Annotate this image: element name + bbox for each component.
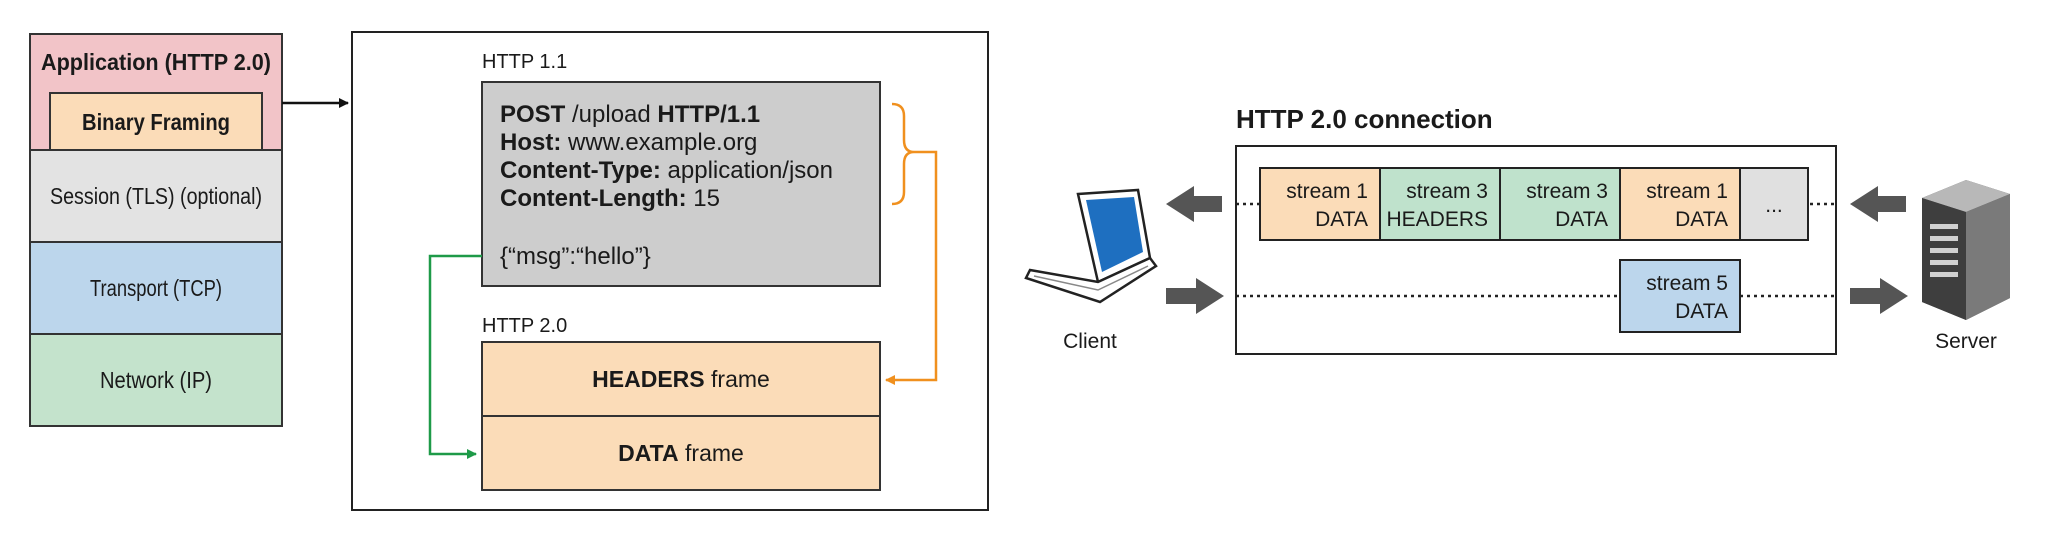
top-row-frame: ... (1739, 167, 1809, 241)
top-row-frame-box (1259, 167, 1381, 241)
laptop-icon (1024, 188, 1158, 304)
headers-frame-label: HEADERS frame (592, 366, 770, 392)
top-row-frame: stream 3 HEADERS (1379, 167, 1501, 241)
outgoing-arrow-server (1850, 278, 1908, 314)
incoming-arrow-server (1850, 186, 1906, 222)
data-frame-box (481, 415, 881, 491)
http11-method: POST (500, 101, 566, 128)
http11-line-1: POST /upload HTTP/1.1 (500, 101, 760, 128)
layer-binary-framing-label: Binary Framing (82, 109, 230, 135)
http20-label: HTTP 2.0 (482, 315, 567, 337)
layer-session-label: Session (TLS) (optional) (50, 183, 262, 209)
layer-transport-label: Transport (TCP) (90, 275, 222, 301)
http11-version: HTTP/1.1 (657, 101, 760, 128)
top-row-frame: stream 3 DATA (1499, 167, 1621, 241)
connection-title: HTTP 2.0 connection (1236, 104, 1493, 134)
bottom-row-frames: stream 5 DATA (1619, 259, 1741, 333)
http11-clen-key: Content-Length: (500, 185, 687, 212)
client-label: Client (1063, 330, 1117, 353)
http11-host-val: www.example.org (561, 129, 757, 156)
outgoing-arrow-client (1166, 278, 1224, 314)
framing-detail-panel: HTTP 1.1 POST /upload HTTP/1.1 Host: www… (351, 31, 989, 511)
top-row-frame-line: stream 1 (1286, 180, 1368, 203)
layer-transport (29, 241, 283, 335)
top-row-frame-line: ... (1765, 194, 1783, 217)
data-frame-key: DATA (618, 440, 678, 466)
http11-path: /upload (565, 101, 657, 128)
http11-line-3: Content-Type: application/json (500, 157, 833, 184)
bottom-row-frame-line: DATA (1675, 300, 1728, 323)
http11-body: {“msg”:“hello”} (500, 243, 651, 270)
data-frame-label: DATA frame (618, 440, 744, 466)
top-row-frame-line: DATA (1315, 208, 1368, 231)
http11-line-4: Content-Length: 15 (500, 185, 720, 212)
top-row-frame-box (1739, 167, 1809, 241)
http11-label: HTTP 1.1 (482, 51, 567, 73)
top-row-frame: stream 1 DATA (1259, 167, 1381, 241)
server-label: Server (1935, 330, 1997, 353)
top-row-frame-line: HEADERS (1386, 208, 1488, 231)
top-row-frame-box (1499, 167, 1621, 241)
top-row-frame-line: stream 3 (1406, 180, 1488, 203)
bottom-row-frame-line: stream 5 (1646, 272, 1728, 295)
top-row-frame-line: DATA (1555, 208, 1608, 231)
top-row-frame-line: stream 1 (1646, 180, 1728, 203)
server-icon (1922, 180, 2010, 320)
data-frame-suffix: frame (679, 440, 744, 466)
protocol-stack: Application (HTTP 2.0) Binary Framing Se… (29, 33, 283, 427)
headers-arrow (885, 150, 938, 385)
http11-request-box (481, 81, 881, 287)
layer-network (29, 333, 283, 427)
incoming-arrow-client (1166, 186, 1222, 222)
layer-binary-framing (49, 92, 263, 151)
bottom-row-frame: stream 5 DATA (1619, 259, 1741, 333)
layer-application-label: Application (HTTP 2.0) (41, 49, 271, 75)
http11-host-key: Host: (500, 129, 561, 156)
http11-line-2: Host: www.example.org (500, 129, 757, 156)
layer-network-label: Network (IP) (100, 367, 212, 393)
http11-ctype-key: Content-Type: (500, 157, 661, 184)
headers-frame-key: HEADERS (592, 366, 704, 392)
top-row-frame-box (1619, 167, 1741, 241)
headers-frame-box (481, 341, 881, 417)
bottom-row-frame-box (1619, 259, 1741, 333)
top-row-frame-line: DATA (1675, 208, 1728, 231)
headers-frame-suffix: frame (705, 366, 770, 392)
data-arrow (428, 254, 482, 459)
layer-session (29, 149, 283, 243)
top-row-frame-line: stream 3 (1526, 180, 1608, 203)
http11-clen-val: 15 (687, 185, 720, 212)
http11-ctype-val: application/json (661, 157, 833, 184)
top-row-frame-box (1379, 167, 1501, 241)
top-row-frame: stream 1 DATA (1619, 167, 1741, 241)
